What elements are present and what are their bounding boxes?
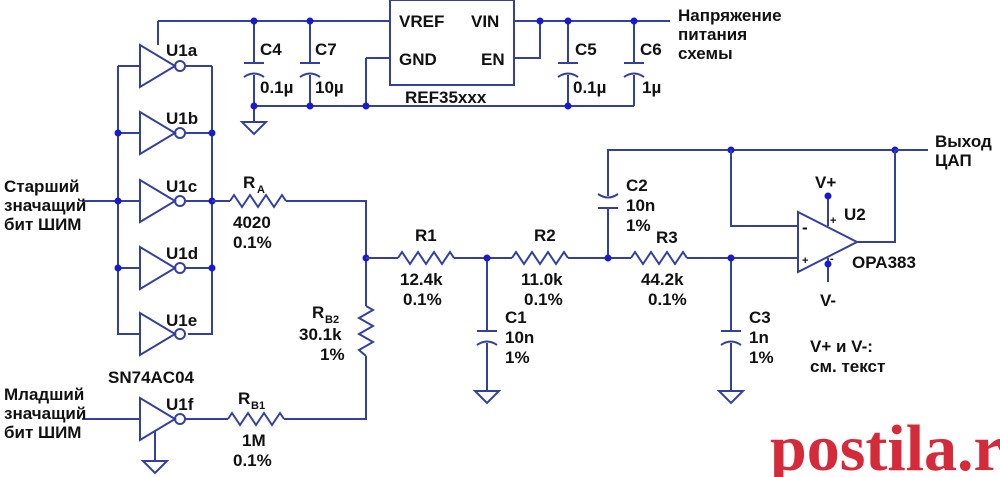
resistor-ra-icon bbox=[229, 193, 287, 209]
c2-value: 10n bbox=[626, 196, 655, 215]
rb2-name: R bbox=[312, 303, 324, 322]
c6-value: 1µ bbox=[642, 78, 661, 97]
supply-label-line3: схемы bbox=[678, 44, 733, 63]
c4-value: 0.1µ bbox=[260, 78, 293, 97]
c4-name: C4 bbox=[260, 40, 282, 59]
c2-name: C2 bbox=[626, 176, 648, 195]
rb1-sub: B1 bbox=[251, 400, 265, 412]
ground-icon bbox=[239, 121, 269, 136]
c3-name: C3 bbox=[749, 308, 771, 327]
output-label-line2: ЦАП bbox=[935, 151, 972, 170]
lsb-inverter: U1f Младший значащий бит ШИМ bbox=[4, 385, 228, 475]
msb-label-line3: бит ШИМ bbox=[4, 215, 81, 234]
opamp-vplus-pin: + bbox=[830, 215, 836, 227]
rb1-name: R bbox=[238, 389, 250, 408]
opamp-minus-sign: - bbox=[802, 218, 808, 237]
output-label-line1: Выход bbox=[935, 132, 992, 151]
supply-label-line1: Напряжение bbox=[678, 6, 782, 25]
r2-value: 11.0k bbox=[521, 270, 563, 289]
rb2-tol: 1% bbox=[320, 345, 345, 364]
opamp-u2-icon bbox=[797, 210, 860, 274]
rb2-value: 30.1k bbox=[299, 325, 342, 344]
c7-name: C7 bbox=[315, 40, 337, 59]
supply-label-line2: питания bbox=[678, 25, 747, 44]
r2-tol: 0.1% bbox=[524, 290, 563, 309]
r1-name: R1 bbox=[415, 226, 437, 245]
resistor-r1-icon bbox=[397, 250, 455, 266]
watermark: postila.ru bbox=[770, 412, 1000, 477]
u1b-label: U1b bbox=[166, 109, 198, 128]
u1c-label: U1c bbox=[166, 177, 197, 196]
opa383-label: OPA383 bbox=[852, 253, 916, 272]
r3-tol: 0.1% bbox=[648, 290, 687, 309]
opamp-plus-sign: + bbox=[802, 255, 808, 267]
ra-value: 4020 bbox=[233, 213, 271, 232]
pin-vin-label: VIN bbox=[471, 12, 499, 31]
u1f-label: U1f bbox=[166, 395, 194, 414]
supply-note-line2: см. текст bbox=[810, 357, 885, 376]
ra-sub: A bbox=[257, 184, 265, 196]
r1-value: 12.4k bbox=[400, 270, 443, 289]
resistor-r2-icon bbox=[511, 250, 569, 266]
pin-vref-label: VREF bbox=[399, 12, 444, 31]
ref-chip-name: REF35xxx bbox=[405, 88, 487, 107]
pin-gnd-label: GND bbox=[399, 50, 437, 69]
rb1-value: 1M bbox=[242, 431, 266, 450]
lsb-label-line2: значащий bbox=[4, 404, 86, 423]
opamp-vminus-pin: - bbox=[830, 253, 834, 265]
r3-name: R3 bbox=[656, 228, 678, 247]
u1e-label: U1e bbox=[166, 311, 197, 330]
inverter-u1b-icon bbox=[139, 110, 186, 156]
sn74ac04-label: SN74AC04 bbox=[108, 368, 195, 387]
c1-value: 10n bbox=[505, 328, 534, 347]
inverter-u1a-icon bbox=[139, 43, 186, 89]
opamp-section: - + + - V+ V- U2 OPA383 V+ и V-: см. тек… bbox=[730, 132, 992, 376]
reference-section: VREF GND VIN EN REF35xxx C4 0.1µ C7 10µ … bbox=[157, 0, 782, 136]
lsb-label-line3: бит ШИМ bbox=[4, 423, 81, 442]
vplus-label: V+ bbox=[815, 173, 836, 192]
ground-icon bbox=[716, 390, 746, 405]
ground-icon bbox=[140, 460, 170, 475]
vminus-label: V- bbox=[820, 291, 836, 310]
resistor-rb1-icon bbox=[227, 411, 285, 427]
inverter-u1e-icon bbox=[139, 311, 186, 357]
c5-name: C5 bbox=[575, 40, 597, 59]
supply-note-line1: V+ и V-: bbox=[810, 337, 873, 356]
resistor-rb2-icon bbox=[356, 305, 376, 357]
lsb-label-line1: Младший bbox=[4, 385, 84, 404]
u1a-label: U1a bbox=[166, 41, 198, 60]
rb1-tol: 0.1% bbox=[233, 451, 272, 470]
inverter-u1d-icon bbox=[139, 245, 186, 291]
resistor-r3-icon bbox=[630, 250, 688, 266]
msb-label-line2: значащий bbox=[4, 196, 86, 215]
c3-tol: 1% bbox=[749, 348, 774, 367]
c7-value: 10µ bbox=[315, 78, 344, 97]
rb2-sub: B2 bbox=[325, 314, 339, 326]
pin-en-label: EN bbox=[481, 50, 505, 69]
inverter-u1c-icon bbox=[139, 178, 186, 224]
r2-name: R2 bbox=[534, 226, 556, 245]
ra-tol: 0.1% bbox=[233, 233, 272, 252]
c6-name: C6 bbox=[640, 40, 662, 59]
ground-icon bbox=[472, 390, 502, 405]
filter-chain: R1 12.4k 0.1% C1 10n 1% R2 11.0k 0.1% C2… bbox=[366, 146, 899, 405]
c3-value: 1n bbox=[749, 328, 769, 347]
c1-tol: 1% bbox=[505, 348, 530, 367]
r3-value: 44.2k bbox=[641, 270, 684, 289]
c2-tol: 1% bbox=[626, 216, 651, 235]
u1d-label: U1d bbox=[166, 244, 198, 263]
ref35xxx-chip bbox=[389, 0, 515, 86]
input-resistors: R A 4020 0.1% R B2 30.1k 1% R B1 1M 0.1% bbox=[212, 173, 376, 470]
r1-tol: 0.1% bbox=[403, 290, 442, 309]
ra-name: R bbox=[243, 173, 255, 192]
inverter-bank: U1a U1b U1c U1d U1e SN74AC04 Старший зна… bbox=[4, 41, 216, 387]
msb-label-line1: Старший bbox=[4, 177, 80, 196]
u2-label: U2 bbox=[844, 205, 866, 224]
c5-value: 0.1µ bbox=[573, 78, 606, 97]
c1-name: C1 bbox=[505, 308, 527, 327]
